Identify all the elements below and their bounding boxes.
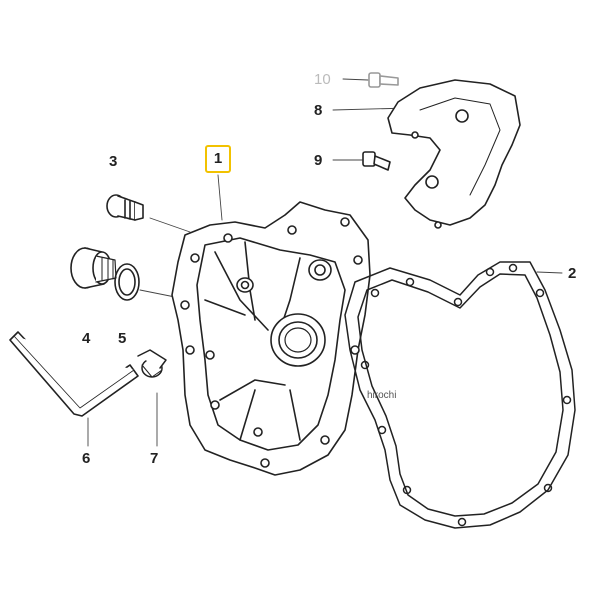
bolt-part-10 [368, 72, 399, 88]
bolt-part-9 [362, 151, 391, 171]
hose-part-6 [9, 331, 139, 417]
callout-part-8[interactable]: 8 [314, 102, 323, 119]
o-ring-part-5 [114, 263, 140, 301]
leader-lines [87, 78, 563, 447]
callout-part-10[interactable]: 10 [314, 71, 331, 88]
callout-part-3[interactable]: 3 [109, 153, 118, 170]
oil-filler-plug-part-4 [70, 247, 117, 289]
screw-plug-part-3 [106, 194, 144, 221]
hose-clamp-part-7 [137, 349, 167, 378]
cover-shield-part-8 [387, 79, 521, 229]
callout-part-5[interactable]: 5 [118, 330, 127, 347]
callout-part-7[interactable]: 7 [150, 450, 159, 467]
callout-part-2[interactable]: 2 [568, 265, 577, 282]
callout-part-9[interactable]: 9 [314, 152, 323, 169]
callout-part-4[interactable]: 4 [82, 330, 91, 347]
selected-part-highlight[interactable] [205, 145, 231, 173]
cover-housing-part-1 [171, 201, 371, 476]
callout-part-1[interactable]: 1 [213, 150, 223, 167]
watermark-text: hirochi [367, 390, 397, 401]
gasket-part-2 [344, 261, 576, 529]
callout-part-6[interactable]: 6 [82, 450, 91, 467]
